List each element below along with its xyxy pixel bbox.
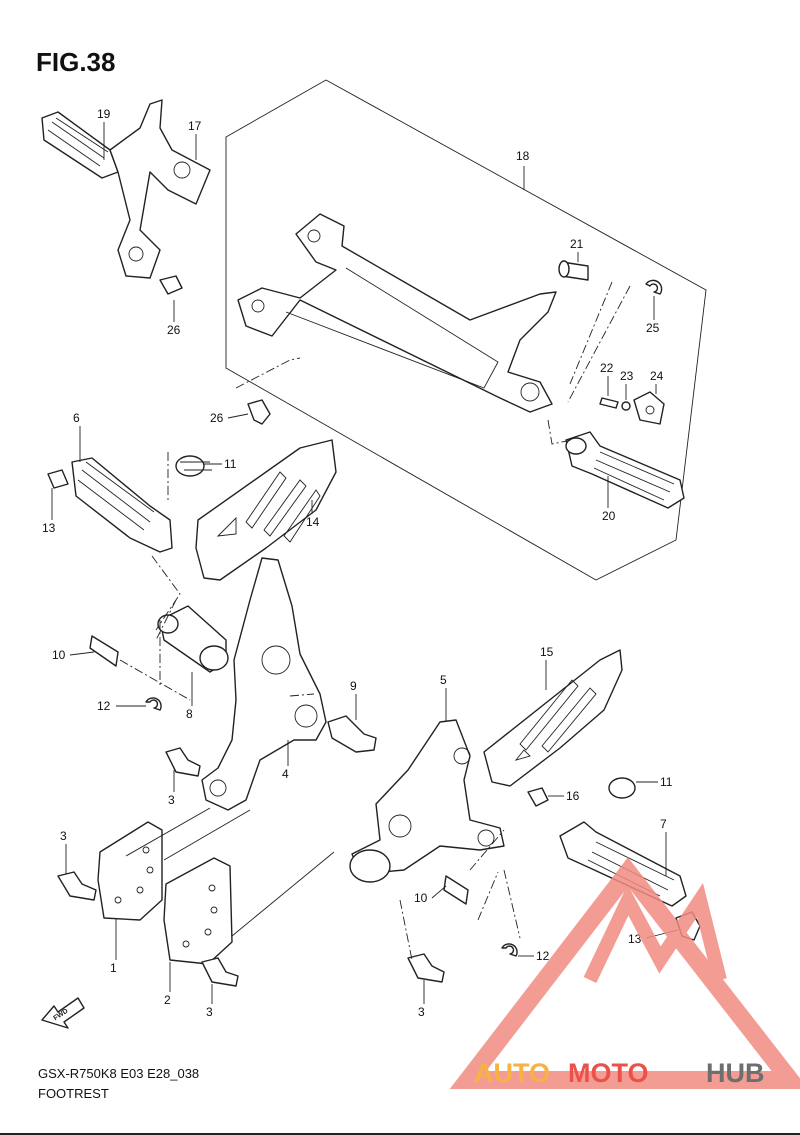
callout-1: 1 (110, 961, 117, 975)
callout-8: 8 (186, 707, 193, 721)
bracket-part-4 (201, 557, 377, 811)
pivot-part-8 (157, 605, 229, 673)
clip-part-25 (645, 279, 663, 295)
callout-3-mid: 3 (168, 793, 175, 807)
screw-part-22 (599, 397, 619, 409)
washer-part-23 (621, 401, 631, 411)
callout-12-right: 12 (536, 949, 550, 963)
watermark-text-moto: MOTO (568, 1058, 649, 1088)
callout-12-left: 12 (97, 699, 111, 713)
callout-3-lower: 3 (206, 1005, 213, 1019)
bolt-part-3-c (201, 957, 239, 987)
callout-2: 2 (164, 993, 171, 1007)
callout-13-left: 13 (42, 521, 56, 535)
callout-26-top: 26 (167, 323, 181, 337)
callout-25: 25 (646, 321, 660, 335)
clip-part-12-left (145, 697, 162, 711)
callout-17: 17 (188, 119, 202, 133)
footpeg-part-19 (41, 99, 211, 295)
callout-13-right: 13 (628, 932, 642, 946)
callout-21: 21 (570, 237, 584, 251)
callout-10-left: 10 (52, 648, 66, 662)
spring-part-11-left (175, 455, 212, 477)
pin-part-21 (558, 260, 589, 281)
plate-part-2 (163, 857, 233, 965)
callout-23: 23 (620, 369, 634, 383)
bolt-part-3-d (407, 953, 445, 983)
callout-11-left: 11 (224, 457, 237, 471)
plate-part-24 (633, 391, 665, 425)
figure-title: FIG.38 (36, 47, 116, 77)
bottom-border (0, 1133, 800, 1135)
callout-22: 22 (600, 361, 614, 375)
callout-18: 18 (516, 149, 530, 163)
clip-part-12-right (501, 943, 518, 957)
bolt-part-3-b (57, 871, 97, 901)
bolt-part-3-a (165, 747, 201, 777)
callout-11-right: 11 (660, 775, 673, 789)
callout-16: 16 (566, 789, 580, 803)
callout-24: 24 (650, 369, 664, 383)
section-name-label: FOOTREST (38, 1086, 109, 1101)
callout-20: 20 (602, 509, 616, 523)
callout-3-left: 3 (60, 829, 67, 843)
plate-part-1 (97, 821, 163, 921)
footpeg-part-20 (565, 431, 685, 509)
bracket-part-5 (349, 719, 505, 883)
heel-guard-part-14 (195, 439, 337, 581)
callout-10-right: 10 (414, 891, 428, 905)
callout-19: 19 (97, 107, 111, 121)
footpeg-part-6 (47, 457, 173, 553)
callout-3-right: 3 (418, 1005, 425, 1019)
watermark-text-hub: HUB (706, 1058, 765, 1088)
callout-5: 5 (440, 673, 447, 687)
callout-14: 14 (306, 515, 320, 529)
bolt-part-26-lower (247, 399, 271, 425)
callout-9: 9 (350, 679, 357, 693)
bolt-part-16 (527, 787, 549, 807)
callout-labels: 19 17 26 18 21 25 22 23 24 26 20 6 11 (42, 107, 679, 1019)
callout-26-mid: 26 (210, 411, 224, 425)
callout-6: 6 (73, 411, 80, 425)
bracket-part-18 (237, 213, 557, 413)
watermark-text-auto: AUTO (474, 1058, 550, 1088)
callout-4: 4 (282, 767, 289, 781)
assembly-18-outline (225, 79, 707, 581)
callout-15: 15 (540, 645, 554, 659)
heel-guard-part-15 (483, 649, 623, 787)
spring-part-11-right (608, 777, 636, 799)
callout-7: 7 (660, 817, 667, 831)
fwd-arrow-icon (41, 997, 85, 1029)
pin-part-10-left (89, 635, 119, 667)
automotohub-watermark-logo: AUTO MOTO HUB (449, 857, 800, 1089)
pin-part-10-right (443, 875, 469, 905)
model-code-label: GSX-R750K8 E03 E28_038 (38, 1066, 200, 1081)
